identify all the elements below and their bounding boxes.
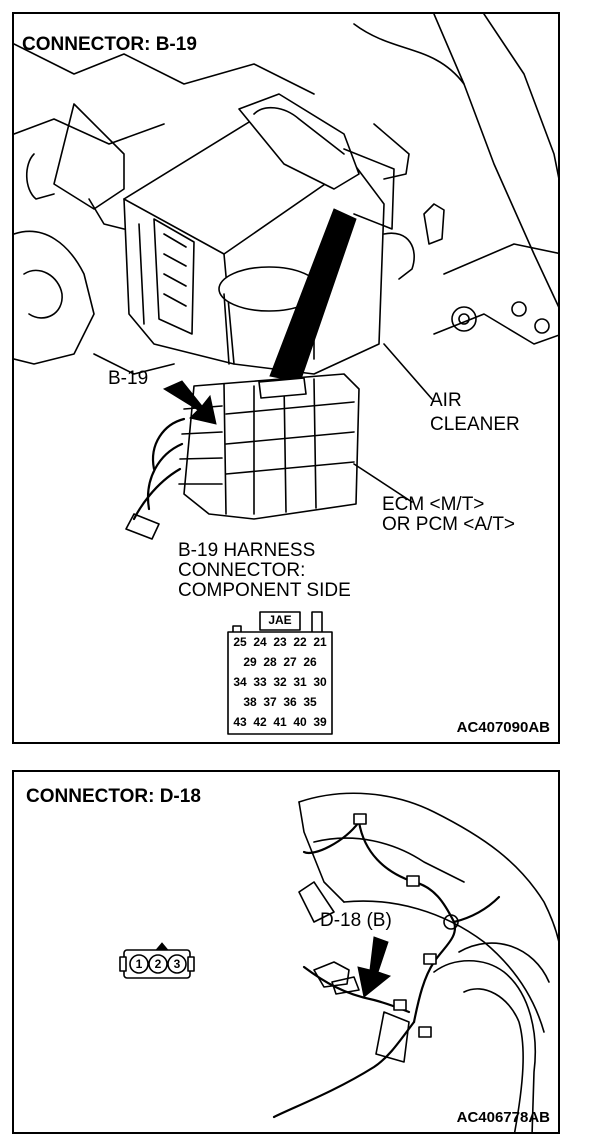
leader-air-cleaner	[383, 343, 433, 400]
pin: 21	[313, 635, 327, 649]
connector-b19-title: CONNECTOR: B-19	[22, 34, 197, 55]
ecm-label-line1: ECM <M/T>	[382, 494, 485, 515]
pin: 29	[243, 655, 257, 669]
pin: 35	[303, 695, 317, 709]
pin: 32	[273, 675, 287, 689]
harness-label-line2: CONNECTOR:	[178, 560, 306, 581]
d18-pin-1: 1	[135, 957, 143, 971]
pin: 23	[273, 635, 287, 649]
pin: 42	[253, 715, 267, 729]
engine-bay-illustration	[14, 14, 558, 735]
d18-callout-label: D-18 (B)	[320, 910, 392, 931]
pin-row: 25 24 23 22 21	[228, 632, 332, 652]
vehicle-body-outline	[298, 792, 558, 1132]
vehicle-rear-illustration	[119, 792, 558, 1132]
b19-connector-face	[227, 611, 333, 735]
leader-ecm	[353, 463, 413, 503]
pin-row: 29 28 27 26	[228, 652, 332, 672]
d18-pin-2: 2	[154, 957, 162, 971]
ecm-label-line2: OR PCM <A/T>	[382, 514, 516, 535]
pin: 39	[313, 715, 327, 729]
connector-d18-panel: CONNECTOR: D-18 D-18 (B) 1 2 3 AC406778A…	[12, 770, 560, 1134]
b19-arrow	[162, 380, 217, 425]
harness-label-line3: COMPONENT SIDE	[178, 580, 351, 601]
d18-arrow	[357, 936, 392, 998]
pin: 25	[233, 635, 247, 649]
pin: 36	[283, 695, 297, 709]
pin: 22	[293, 635, 307, 649]
connector-tag-jae: JAE	[268, 613, 292, 627]
pin: 28	[263, 655, 277, 669]
d18-pin-3: 3	[173, 957, 181, 971]
pin: 43	[233, 715, 247, 729]
pin: 26	[303, 655, 317, 669]
pin: 33	[253, 675, 267, 689]
pin: 31	[293, 675, 307, 689]
engine-bay-outline	[14, 14, 558, 375]
pin: 34	[233, 675, 247, 689]
pin-row: 38 37 36 35	[228, 692, 332, 712]
air-cleaner-label-line1: AIR	[430, 390, 462, 411]
pin: 30	[313, 675, 327, 689]
pin: 27	[283, 655, 297, 669]
pin: 24	[253, 635, 267, 649]
wiring-harness	[272, 813, 501, 1119]
air-cleaner-box	[123, 93, 415, 375]
pin-row: 43 42 41 40 39	[228, 712, 332, 732]
ecm-unit	[125, 373, 360, 540]
b19-pin-grid: 25 24 23 22 21 29 28 27 26 34 33 32 31 3…	[228, 632, 332, 734]
b19-callout-label: B-19	[108, 368, 149, 389]
figure-code-bottom: AC406778AB	[456, 1109, 550, 1126]
connector-d18-title: CONNECTOR: D-18	[26, 786, 201, 807]
pin-row: 34 33 32 31 30	[228, 672, 332, 692]
air-cleaner-label-line2: CLEANER	[430, 414, 520, 435]
d18-connector-face	[119, 942, 195, 979]
figure-code-top: AC407090AB	[456, 719, 550, 736]
pin: 38	[243, 695, 257, 709]
pin: 37	[263, 695, 277, 709]
harness-label-line1: B-19 HARNESS	[178, 540, 316, 561]
pin: 41	[273, 715, 287, 729]
connector-b19-panel: CONNECTOR: B-19 B-19 AIR CLEANER ECM <M/…	[12, 12, 560, 744]
pin: 40	[293, 715, 307, 729]
